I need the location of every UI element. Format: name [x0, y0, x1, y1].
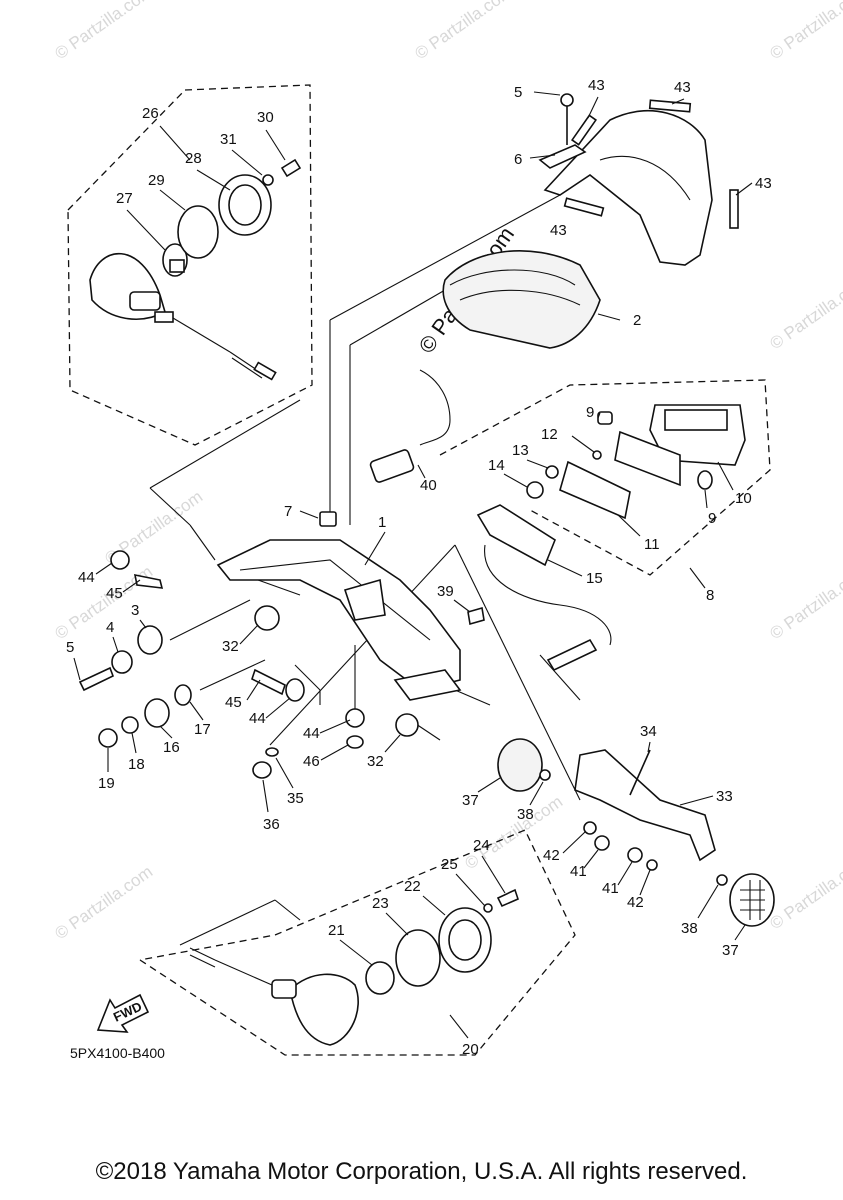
- callout-39: 39: [437, 583, 454, 600]
- group-outlines: [67, 84, 771, 1056]
- callout-43: 43: [674, 79, 691, 96]
- callout-18: 18: [128, 756, 145, 773]
- callout-32: 32: [367, 753, 384, 770]
- callout-36: 36: [263, 816, 280, 833]
- callout-26: 26: [142, 105, 159, 122]
- callout-41: 41: [602, 880, 619, 897]
- callout-37: 37: [722, 942, 739, 959]
- license-light-assembly: [476, 404, 746, 672]
- callout-labels: 1 2 3 4 5 5 6 7 8 9 9 10 11 12 13 14 15 …: [66, 77, 772, 1058]
- callout-44: 44: [249, 710, 266, 727]
- callout-30: 30: [257, 109, 274, 126]
- callout-1: 1: [378, 514, 386, 531]
- callout-34: 34: [640, 723, 657, 740]
- copyright-notice: ©2018 Yamaha Motor Corporation, U.S.A. A…: [95, 1158, 748, 1185]
- callout-17: 17: [194, 721, 211, 738]
- callout-46: 46: [303, 753, 320, 770]
- callout-27: 27: [116, 190, 133, 207]
- watermark: © Partzilla.com: [766, 852, 843, 933]
- callout-6: 6: [514, 151, 522, 168]
- tail-light-lens: [369, 250, 601, 483]
- callout-28: 28: [185, 150, 202, 167]
- rear-fender-cover: [538, 93, 739, 266]
- callout-23: 23: [372, 895, 389, 912]
- callout-32: 32: [222, 638, 239, 655]
- callout-29: 29: [148, 172, 165, 189]
- callout-42: 42: [627, 894, 644, 911]
- callout-22: 22: [404, 878, 421, 895]
- reflector-bracket: [497, 738, 775, 927]
- watermark: © Partzilla.com: [766, 562, 843, 643]
- callout-9: 9: [586, 404, 594, 421]
- callout-21: 21: [328, 922, 345, 939]
- watermark: © Partzilla.com: [766, 0, 843, 63]
- diagram-code: 5PX4100-B400: [70, 1045, 165, 1061]
- callout-45: 45: [225, 694, 242, 711]
- callout-10: 10: [735, 490, 752, 507]
- callout-43: 43: [755, 175, 772, 192]
- callout-13: 13: [512, 442, 529, 459]
- callout-4: 4: [106, 619, 114, 636]
- fasteners-left: [78, 550, 485, 779]
- callout-45: 45: [106, 585, 123, 602]
- turn-signal-rear-left: [89, 158, 302, 381]
- callout-25: 25: [441, 856, 458, 873]
- callout-9: 9: [708, 510, 716, 527]
- callout-20: 20: [462, 1041, 479, 1058]
- assembly-lines: [149, 194, 581, 946]
- callout-24: 24: [473, 837, 490, 854]
- callout-33: 33: [716, 788, 733, 805]
- callout-15: 15: [586, 570, 603, 587]
- callout-19: 19: [98, 775, 115, 792]
- callout-43: 43: [550, 222, 567, 239]
- callout-37: 37: [462, 792, 479, 809]
- callout-5: 5: [514, 84, 522, 101]
- forward-arrow-icon: FWD: [96, 993, 150, 1033]
- callout-2: 2: [633, 312, 641, 329]
- fender-bracket: [216, 511, 462, 701]
- callout-14: 14: [488, 457, 505, 474]
- watermark: © Partzilla.com: [411, 0, 516, 63]
- callout-31: 31: [220, 131, 237, 148]
- callout-5: 5: [66, 639, 74, 656]
- callout-44: 44: [303, 725, 320, 742]
- callout-3: 3: [131, 602, 139, 619]
- callout-44: 44: [78, 569, 95, 586]
- callout-leaders: [73, 91, 753, 1039]
- callout-41: 41: [570, 863, 587, 880]
- callout-16: 16: [163, 739, 180, 756]
- watermark: © Partzilla.com: [51, 862, 156, 943]
- callout-8: 8: [706, 587, 714, 604]
- watermark: © Partzilla.com: [766, 272, 843, 353]
- callout-40: 40: [420, 477, 437, 494]
- callout-7: 7: [284, 503, 292, 520]
- callout-38: 38: [517, 806, 534, 823]
- callout-12: 12: [541, 426, 558, 443]
- callout-35: 35: [287, 790, 304, 807]
- callout-11: 11: [644, 536, 660, 553]
- watermark: © Partzilla.com: [51, 0, 156, 63]
- turn-signal-front-right: [189, 888, 519, 1046]
- callout-38: 38: [681, 920, 698, 937]
- callout-42: 42: [543, 847, 560, 864]
- callout-43: 43: [588, 77, 605, 94]
